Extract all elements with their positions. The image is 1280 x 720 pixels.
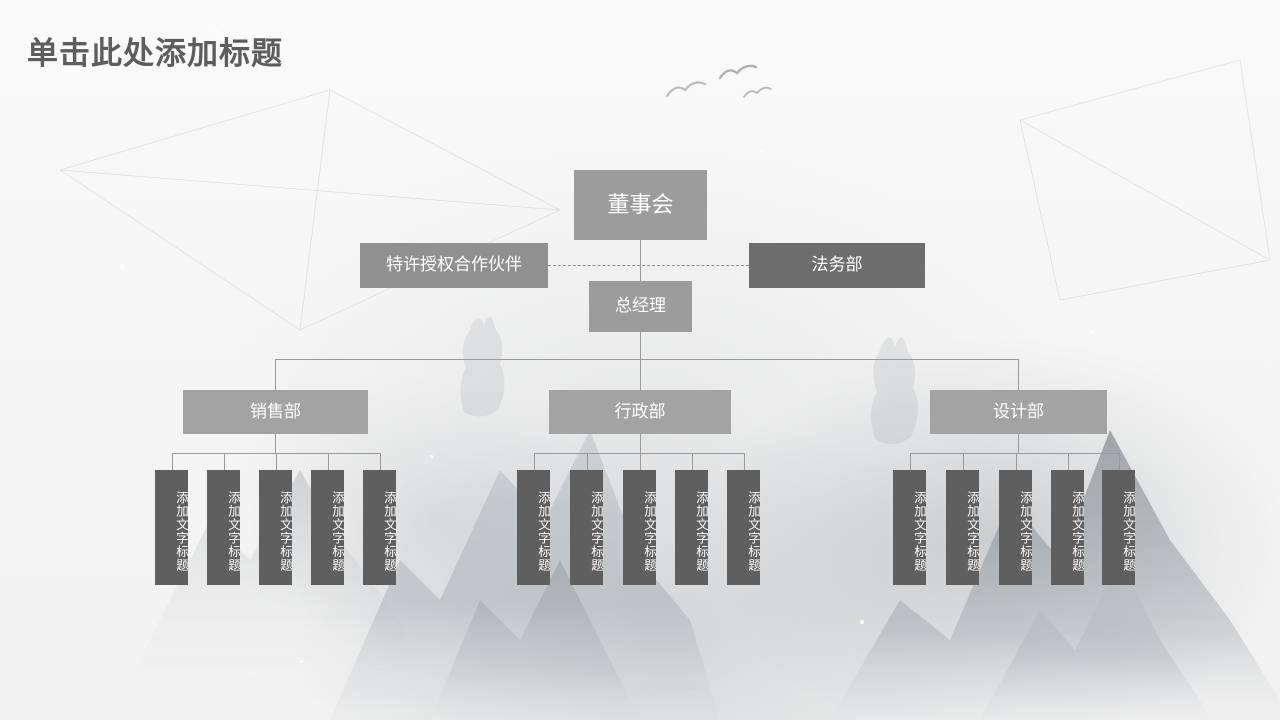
leaf-node-admin-4[interactable]: 添加文字标题	[675, 470, 708, 585]
connector-design-down	[1018, 434, 1019, 453]
connector-admin-leaf	[640, 453, 641, 470]
leaf-node-design-2[interactable]: 添加文字标题	[946, 470, 979, 585]
connector-sales-down	[275, 434, 276, 453]
node-department-sales[interactable]: 销售部	[183, 390, 368, 434]
connector-sales-leaf	[328, 453, 329, 470]
connector-design-leaf	[1068, 453, 1069, 470]
connector-admin-leaf	[744, 453, 745, 470]
connector-design-leaf	[963, 453, 964, 470]
connector-design-leaf	[1119, 453, 1120, 470]
connector-admin-down	[640, 434, 641, 453]
connector-bus-to-design	[1018, 359, 1019, 390]
leaf-node-design-5[interactable]: 添加文字标题	[1102, 470, 1135, 585]
node-department-design[interactable]: 设计部	[930, 390, 1107, 434]
connector-design-bus	[910, 453, 1119, 454]
node-department-admin[interactable]: 行政部	[549, 390, 731, 434]
connector-design-leaf	[1016, 453, 1017, 470]
page-title: 单击此处添加标题	[27, 36, 283, 71]
node-general-manager[interactable]: 总经理	[589, 281, 692, 332]
connector-sales-leaf	[224, 453, 225, 470]
leaf-node-admin-3[interactable]: 添加文字标题	[623, 470, 656, 585]
leaf-node-design-3[interactable]: 添加文字标题	[999, 470, 1032, 585]
connector-admin-bus	[534, 453, 744, 454]
node-board[interactable]: 董事会	[574, 170, 707, 240]
connector-partner-to-legal	[548, 265, 749, 266]
connector-bus-to-admin	[640, 359, 641, 390]
connector-board-to-gm	[640, 240, 641, 281]
leaf-node-sales-5[interactable]: 添加文字标题	[363, 470, 396, 585]
connector-sales-leaf	[172, 453, 173, 470]
leaf-node-sales-2[interactable]: 添加文字标题	[207, 470, 240, 585]
leaf-node-design-4[interactable]: 添加文字标题	[1051, 470, 1084, 585]
node-franchise-partner[interactable]: 特许授权合作伙伴	[360, 243, 548, 288]
node-legal-department[interactable]: 法务部	[749, 243, 925, 288]
leaf-node-sales-3[interactable]: 添加文字标题	[259, 470, 292, 585]
connector-admin-leaf	[534, 453, 535, 470]
connector-departments-bus	[275, 359, 1018, 360]
leaf-node-sales-4[interactable]: 添加文字标题	[311, 470, 344, 585]
leaf-node-admin-1[interactable]: 添加文字标题	[517, 470, 550, 585]
connector-sales-bus	[172, 453, 380, 454]
connector-gm-down	[640, 332, 641, 359]
connector-bus-to-sales	[275, 359, 276, 390]
connector-design-leaf	[910, 453, 911, 470]
leaf-node-design-1[interactable]: 添加文字标题	[893, 470, 926, 585]
connector-admin-leaf	[692, 453, 693, 470]
leaf-node-admin-5[interactable]: 添加文字标题	[727, 470, 760, 585]
connector-admin-leaf	[587, 453, 588, 470]
leaf-node-admin-2[interactable]: 添加文字标题	[570, 470, 603, 585]
connector-sales-leaf	[276, 453, 277, 470]
connector-sales-leaf	[380, 453, 381, 470]
leaf-node-sales-1[interactable]: 添加文字标题	[155, 470, 188, 585]
